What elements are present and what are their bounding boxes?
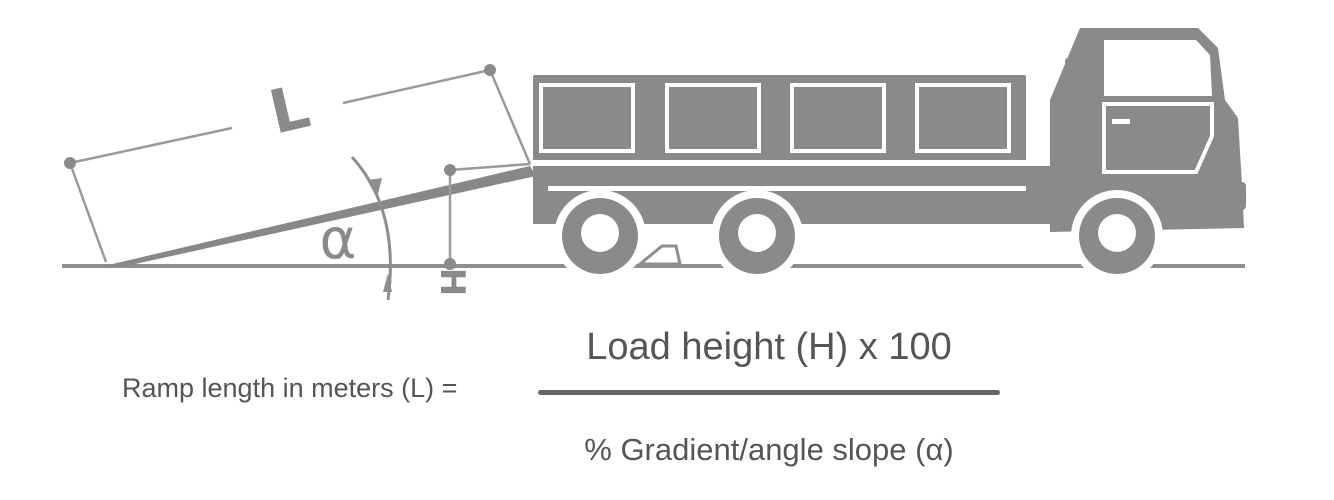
length-dimension bbox=[64, 64, 532, 263]
truck-icon bbox=[533, 28, 1246, 282]
arrow-down-icon bbox=[367, 178, 382, 198]
formula-denominator: % Gradient/angle slope (α) bbox=[584, 432, 954, 467]
formula-lhs: Ramp length in meters (L) = bbox=[122, 373, 458, 403]
angle-label: α bbox=[320, 207, 357, 272]
formula-numerator: Load height (H) x 100 bbox=[586, 326, 952, 368]
ramp-icon bbox=[104, 166, 536, 266]
wheel-chock-icon bbox=[635, 244, 682, 266]
wheel bbox=[1079, 198, 1155, 274]
wheel bbox=[719, 198, 795, 274]
height-dimension bbox=[444, 162, 531, 270]
fraction-bar bbox=[538, 390, 1000, 395]
height-label: H bbox=[432, 268, 472, 296]
arrow-up-icon bbox=[383, 273, 392, 292]
wheel bbox=[562, 198, 638, 274]
angle-indicator bbox=[350, 155, 392, 301]
length-label: L bbox=[263, 72, 316, 149]
